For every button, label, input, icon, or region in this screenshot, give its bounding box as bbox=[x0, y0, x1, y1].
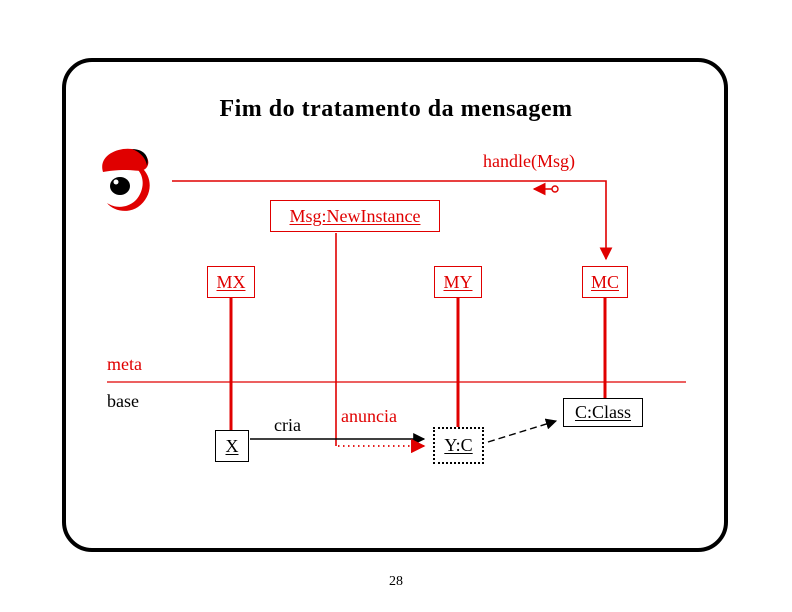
msg-newinstance-label: Msg:NewInstance bbox=[289, 205, 421, 226]
my-box: MY bbox=[434, 266, 482, 298]
cclass-label: C:Class bbox=[574, 402, 631, 422]
cclass-box: C:Class bbox=[563, 398, 643, 427]
anuncia-label: anuncia bbox=[341, 406, 397, 426]
page-number: 28 bbox=[389, 574, 403, 589]
mc-label: MC bbox=[590, 271, 619, 292]
mx-label: MX bbox=[216, 271, 246, 292]
msg-newinstance-box: Msg:NewInstance bbox=[270, 200, 440, 232]
x-label: X bbox=[225, 435, 239, 456]
cria-label: cria bbox=[274, 415, 301, 435]
mc-box: MC bbox=[582, 266, 628, 298]
meta-label: meta bbox=[107, 354, 142, 374]
mx-box: MX bbox=[207, 266, 255, 298]
slide-title: Fim do tratamento da mensagem bbox=[219, 96, 573, 122]
base-label: base bbox=[107, 391, 139, 411]
handle-msg-label: handle(Msg) bbox=[483, 151, 575, 171]
x-box: X bbox=[215, 430, 249, 462]
yc-box: Y:C bbox=[433, 427, 484, 464]
slide-frame bbox=[62, 58, 728, 552]
my-label: MY bbox=[443, 271, 473, 292]
yc-label: Y:C bbox=[444, 435, 473, 455]
